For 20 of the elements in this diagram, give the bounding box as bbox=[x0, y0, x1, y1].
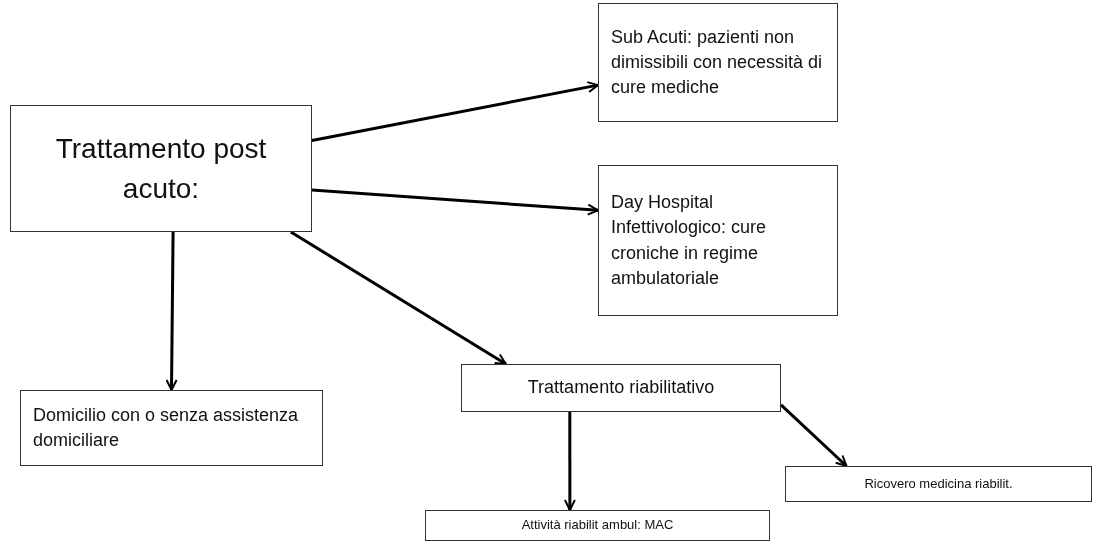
box-label: Domicilio con o senza assistenza domiciliare bbox=[33, 403, 300, 452]
process-box bbox=[598, 165, 838, 316]
process-box bbox=[598, 3, 838, 122]
process-box bbox=[461, 364, 781, 412]
arrow bbox=[779, 403, 848, 468]
process-box bbox=[10, 105, 312, 232]
process-box bbox=[425, 510, 770, 541]
arrow bbox=[311, 81, 599, 143]
arrow bbox=[165, 232, 178, 391]
box-label: Trattamento riabilitativo bbox=[527, 376, 715, 400]
process-box bbox=[20, 390, 323, 466]
arrow bbox=[290, 230, 507, 366]
process-box bbox=[785, 466, 1092, 502]
box-label: Day Hospital Infettivologico: cure croniche in regime ambulatoriale bbox=[611, 191, 768, 290]
arrow bbox=[563, 412, 576, 511]
box-label: Sub Acuti: pazienti non dimissibili con necessità di cure mediche bbox=[611, 25, 824, 100]
box-label: Attività riabilit ambul: MAC bbox=[521, 516, 674, 535]
arrow bbox=[311, 188, 599, 216]
box-label: Ricovero medicina riabilit. bbox=[864, 474, 1013, 493]
box-label: Trattamento post acuto: bbox=[54, 132, 268, 206]
